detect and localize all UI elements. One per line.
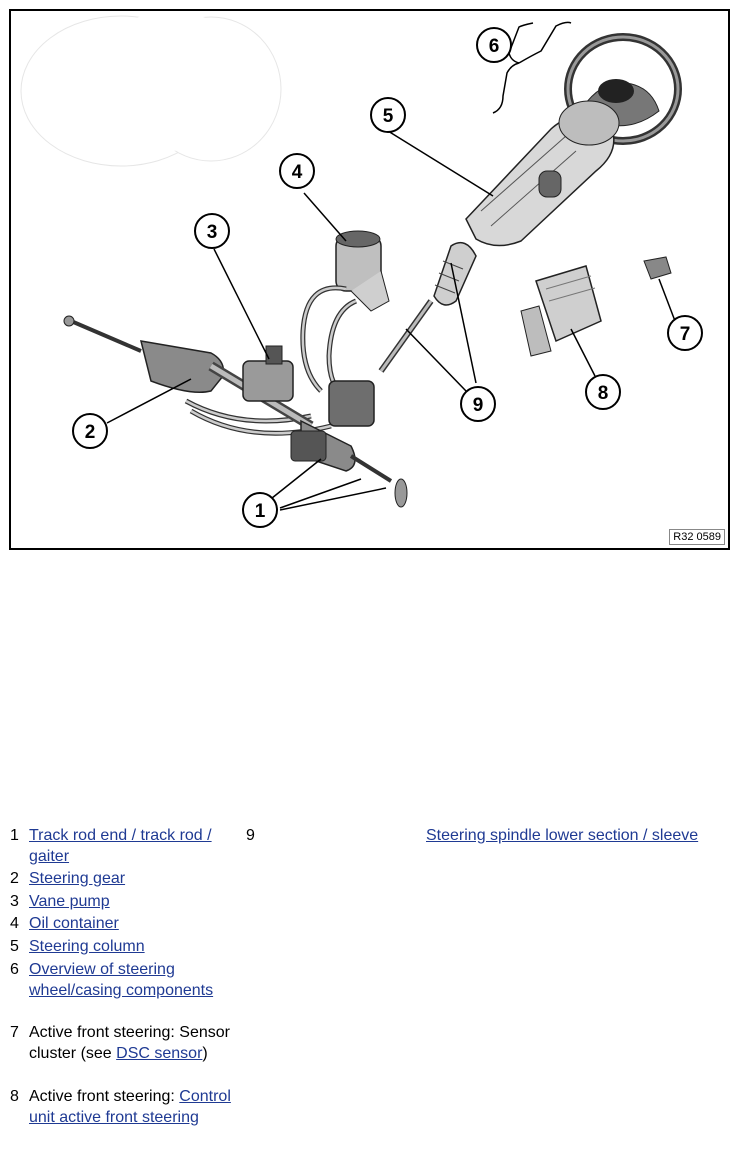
diagram-drawing: 1 2 3 4 5 6 7 <box>20 11 703 528</box>
callout-label: 6 <box>489 36 500 57</box>
callout-label: 3 <box>207 222 218 243</box>
callout-2: 2 <box>72 413 108 449</box>
steering-diagram: 1 2 3 4 5 6 7 <box>9 9 730 550</box>
callout-9: 9 <box>460 386 496 422</box>
legend-num: 5 <box>10 938 19 955</box>
link-control-unit-afs[interactable]: Control unit active front steering <box>29 1088 231 1126</box>
link-vane-pump[interactable]: Vane pump <box>29 893 110 910</box>
callout-label: 1 <box>255 501 266 522</box>
legend-num: 1 <box>10 827 19 844</box>
callout-7: 7 <box>667 315 703 351</box>
legend-num: 7 <box>10 1024 19 1041</box>
link-steering-column[interactable]: Steering column <box>29 938 145 955</box>
callout-label: 2 <box>85 422 96 443</box>
callout-label: 4 <box>292 162 303 183</box>
callouts: 1 2 3 4 5 6 7 <box>72 27 703 528</box>
legend-item-2: 2 Steering gear <box>0 869 234 890</box>
callout-label: 9 <box>473 395 484 416</box>
legend-item-8: 8 Active front steering: Control unit ac… <box>0 1087 234 1128</box>
legend-text: Active front steering: <box>29 1088 180 1105</box>
link-track-rod-end[interactable]: Track rod end / track rod / gaiter <box>29 827 212 865</box>
callout-label: 8 <box>598 383 609 404</box>
callout-6: 6 <box>476 27 512 63</box>
legend-num: 9 <box>246 827 255 844</box>
steering-spindle <box>378 241 477 373</box>
callout-label: 7 <box>680 324 691 345</box>
legend-num: 2 <box>10 870 19 887</box>
legend-item-7: 7 Active front steering: Sensor cluster … <box>0 1023 234 1064</box>
oil-container <box>335 230 390 312</box>
legend-item-4: 4 Oil container <box>0 914 234 935</box>
figure-id: R32 0589 <box>669 529 725 545</box>
callout-3: 3 <box>194 213 230 249</box>
legend-text: ) <box>202 1044 208 1062</box>
sensor-cluster <box>643 256 672 280</box>
legend-item-6: 6 Overview of steering wheel/casing comp… <box>0 960 234 1001</box>
legend-item-3: 3 Vane pump <box>0 892 234 913</box>
link-oil-container[interactable]: Oil container <box>29 915 119 932</box>
callout-5: 5 <box>370 97 406 133</box>
link-dsc-sensor[interactable]: DSC sensor <box>116 1044 203 1062</box>
legend-item-1: 1 Track rod end / track rod / gaiter <box>0 826 234 867</box>
link-steering-gear[interactable]: Steering gear <box>29 870 126 887</box>
legend-item-5: 5 Steering column <box>0 937 234 958</box>
vane-pump <box>242 345 375 462</box>
callout-label: 5 <box>383 106 394 127</box>
callout-4: 4 <box>279 153 315 189</box>
link-steering-spindle[interactable]: Steering spindle lower section / sleeve <box>426 827 699 844</box>
legend-num: 8 <box>10 1088 19 1105</box>
legend-num: 4 <box>10 915 19 932</box>
legend-num: 6 <box>10 961 19 978</box>
leader-lines <box>106 21 676 511</box>
masked-area <box>20 11 282 167</box>
callout-1: 1 <box>242 492 278 528</box>
steering-column <box>465 100 620 247</box>
control-unit <box>520 265 602 357</box>
link-steering-wheel-overview[interactable]: Overview of steering wheel/casing compon… <box>29 961 214 999</box>
callout-8: 8 <box>585 374 621 410</box>
legend-num: 3 <box>10 893 19 910</box>
legend-text: Active front steering: Sensor cluster (s… <box>29 1024 230 1062</box>
